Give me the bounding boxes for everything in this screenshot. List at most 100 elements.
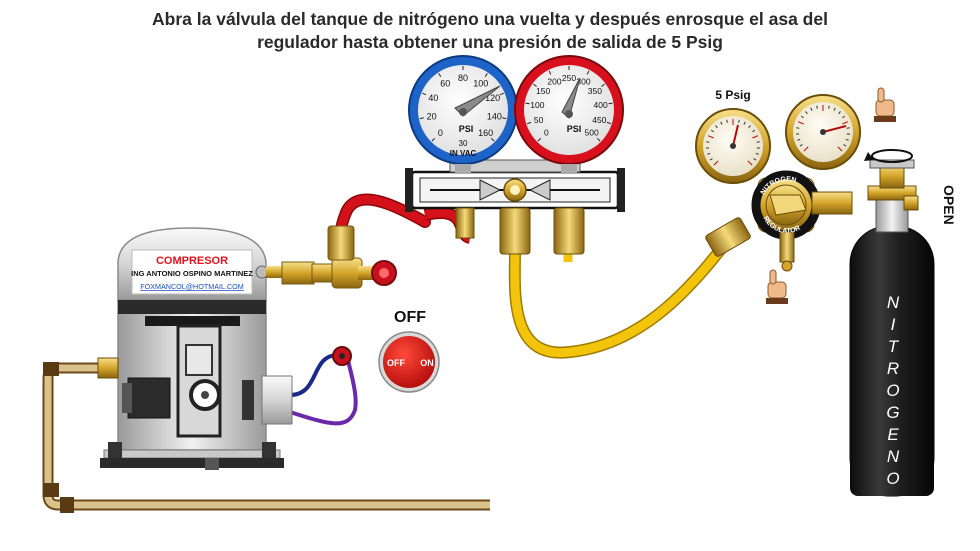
- gauge-scale-label: 350: [588, 86, 602, 96]
- gauge-scale-label: 60: [440, 79, 450, 89]
- gauge-scale-label: 80: [458, 73, 468, 83]
- title-line-1: Abra la válvula del tanque de nitrógeno …: [152, 9, 828, 29]
- regulator-gauge-tick: [755, 152, 759, 155]
- regulator-gauge-tick: [710, 129, 714, 133]
- title-line-2: regulador hasta obtener una presión de s…: [257, 32, 723, 52]
- rotate-arrow-icon: [864, 149, 913, 163]
- tank-letter: N: [887, 447, 900, 466]
- service-valve[interactable]: [266, 225, 397, 289]
- regulator-gauge-tick: [709, 158, 713, 161]
- tank-letter: O: [886, 381, 899, 400]
- compressor-label: COMPRESOR: [156, 255, 228, 267]
- power-switch[interactable]: [378, 331, 440, 393]
- regulator-gauge-tick: [707, 152, 711, 155]
- tank-letter: G: [886, 403, 899, 422]
- low-gauge-unit: PSI: [459, 124, 474, 134]
- regulator-gauge-tick: [828, 105, 830, 109]
- regulator-gauge-tick: [837, 146, 843, 152]
- tank-letter: I: [891, 315, 896, 334]
- gauge-scale-label: 0: [544, 128, 549, 138]
- switch-on-label: ON: [420, 358, 434, 368]
- gauge-scale-label: 250: [562, 73, 576, 83]
- regulator-gauge-tick: [816, 105, 818, 109]
- regulator-gauge-tick: [842, 115, 846, 119]
- gauge-scale-label: 50: [534, 115, 544, 125]
- regulator-gauge-tick: [803, 146, 809, 152]
- center-port: [499, 207, 531, 255]
- gauge-tick: [537, 137, 542, 142]
- regulator-gauge-tick: [738, 119, 740, 123]
- regulator-gauge-tick: [752, 129, 756, 133]
- gauge-tick: [484, 73, 488, 77]
- regulator-gauge-tick: [748, 125, 751, 129]
- regulator-gauge-tick: [720, 121, 723, 125]
- gauge-tick: [499, 92, 504, 96]
- regulator-gauge-tick: [713, 160, 719, 166]
- regulator-gauge-tick: [805, 111, 808, 115]
- regulator-gauge-tick: [743, 121, 746, 125]
- switch-off-label: OFF: [387, 358, 405, 368]
- regulator-gauge-tick: [715, 125, 718, 129]
- gauge-tick: [548, 70, 552, 75]
- regulator: [695, 94, 861, 272]
- regulator-gauge-tick: [845, 138, 849, 141]
- low-gauge-vac-label: IN VAC: [450, 149, 477, 158]
- tank-letter: T: [888, 337, 900, 356]
- tank-letter: R: [887, 359, 899, 378]
- regulator-gauge-tick: [797, 121, 804, 125]
- gauge-tick: [419, 117, 424, 120]
- gauge-tick: [606, 121, 611, 125]
- wire-purple: [289, 359, 358, 426]
- gauge-scale-label: 40: [428, 93, 438, 103]
- tank-letter: E: [887, 425, 899, 444]
- regulator-gauge-tick: [799, 144, 803, 147]
- hand-pointing-icon: [766, 269, 788, 304]
- gauge-tick: [438, 73, 442, 77]
- compressor-author: ING ANTONIO OSPINO MARTINEZ: [131, 269, 253, 278]
- gauge-tick: [608, 102, 613, 105]
- hand-pointing-icon: [874, 87, 896, 122]
- compressor-email: FOXMANCOL@HOTMAIL.COM: [140, 282, 244, 291]
- gauge-tick: [601, 83, 605, 87]
- gauge-tick: [502, 117, 507, 120]
- manifold-body: [405, 159, 625, 212]
- regulator-gauge-tick: [833, 107, 836, 111]
- low-side-port: [455, 207, 475, 239]
- nitrogen-tank: [849, 159, 935, 497]
- gauge-tick: [586, 70, 590, 75]
- gauge-tick: [525, 102, 530, 105]
- tank-letter: N: [887, 293, 900, 312]
- regulator-gauge-tick: [747, 160, 753, 166]
- wire-blue: [289, 353, 339, 397]
- gauge-scale-label: 0: [438, 128, 443, 138]
- regulator-gauge-tick: [753, 158, 757, 161]
- regulator-gauge-tick: [707, 135, 714, 139]
- regulator-gauge-tick: [843, 144, 847, 147]
- high-gauge-unit: PSI: [567, 124, 582, 134]
- regulator-gauge-tick: [752, 135, 759, 139]
- gauge-tick: [533, 83, 537, 87]
- high-side-port: [553, 207, 585, 255]
- gauge-tick: [596, 137, 601, 142]
- valve-state-label: OPEN: [941, 185, 957, 225]
- gauge-scale-label: 150: [536, 86, 550, 96]
- gauge-scale-label: 200: [547, 77, 561, 87]
- gauge-tick: [431, 137, 436, 142]
- regulator-gauge-tick: [810, 107, 813, 111]
- regulator-gauge-tick: [800, 115, 804, 119]
- gauge-scale-label: 300: [576, 77, 590, 87]
- gauge-scale-label: 100: [530, 100, 544, 110]
- low-gauge-vac-value: 30: [459, 139, 468, 148]
- gauge-scale-label: 500: [585, 128, 599, 138]
- gauge-scale-label: 20: [427, 111, 437, 121]
- regulator-gauge-tick: [838, 111, 841, 115]
- tank-letter: O: [886, 469, 899, 488]
- regulator-gauge-tick: [726, 119, 728, 123]
- regulator-gauge-tick: [842, 121, 849, 125]
- gauge-scale-label: 400: [594, 100, 608, 110]
- outlet-pressure-label: 5 Psig: [715, 88, 750, 102]
- switch-state-label: OFF: [394, 309, 426, 326]
